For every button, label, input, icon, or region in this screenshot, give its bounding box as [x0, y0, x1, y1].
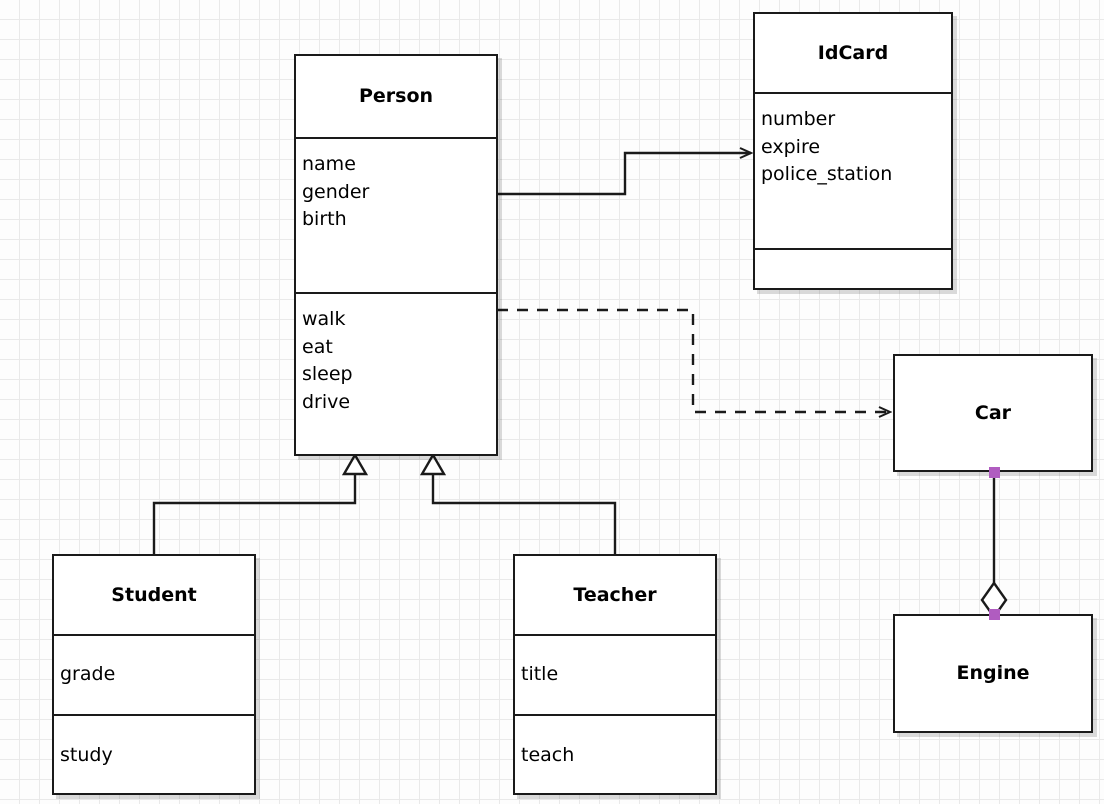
- class-name-car: Car: [974, 401, 1012, 424]
- class-box-student[interactable]: Student grade study: [52, 554, 256, 795]
- attribute-list-person: name gender birth: [296, 139, 496, 234]
- operation-item: study: [60, 743, 113, 766]
- class-operations-compartment-person: walk eat sleep drive: [296, 292, 496, 456]
- attribute-item: gender: [302, 180, 370, 203]
- class-name-compartment-student: Student: [54, 556, 254, 634]
- class-box-engine[interactable]: Engine: [893, 614, 1093, 733]
- edge-person-idcard[interactable]: [497, 153, 751, 196]
- class-name-student: Student: [111, 583, 197, 606]
- attribute-item: birth: [302, 208, 347, 231]
- operation-list-person: walk eat sleep drive: [296, 294, 496, 417]
- operation-item: sleep: [302, 363, 353, 386]
- attribute-item: title: [521, 663, 559, 686]
- class-name-compartment-engine: Engine: [895, 616, 1091, 731]
- edge-student-person[interactable]: [152, 452, 369, 556]
- class-box-person[interactable]: Person name gender birth walk eat sleep …: [294, 54, 498, 456]
- attribute-item: number: [761, 108, 836, 130]
- operation-item: walk: [302, 308, 346, 330]
- class-name-idcard: IdCard: [817, 41, 889, 64]
- class-attributes-compartment-person: name gender birth: [296, 137, 496, 292]
- class-attributes-compartment-teacher: title: [515, 634, 715, 714]
- class-name-compartment-person: Person: [296, 56, 496, 137]
- class-operations-compartment-idcard: [755, 248, 951, 288]
- edge-teacher-person[interactable]: [419, 452, 617, 556]
- class-name-compartment-car: Car: [895, 356, 1091, 470]
- class-name-engine: Engine: [956, 662, 1030, 685]
- attribute-item: name: [302, 153, 356, 175]
- class-box-car[interactable]: Car: [893, 354, 1093, 472]
- class-box-idcard[interactable]: IdCard number expire police_station: [753, 12, 953, 290]
- class-name-teacher: Teacher: [573, 583, 657, 606]
- class-name-compartment-idcard: IdCard: [755, 14, 951, 92]
- class-attributes-compartment-student: grade: [54, 634, 254, 714]
- operation-item: teach: [521, 743, 575, 766]
- attribute-item: police_station: [761, 163, 893, 186]
- attribute-list-student: grade: [54, 636, 254, 714]
- class-box-teacher[interactable]: Teacher title teach: [513, 554, 717, 795]
- edge-endpoint-handle-engine[interactable]: [989, 609, 1000, 620]
- attribute-item: grade: [60, 663, 116, 686]
- operation-item: eat: [302, 335, 333, 358]
- class-name-person: Person: [358, 85, 434, 108]
- edge-person-car[interactable]: [497, 308, 890, 412]
- operation-list-teacher: teach: [515, 716, 715, 795]
- edge-endpoint-handle-car[interactable]: [989, 467, 1000, 478]
- attribute-list-idcard: number expire police_station: [755, 94, 951, 189]
- class-operations-compartment-student: study: [54, 714, 254, 795]
- attribute-list-teacher: title: [515, 636, 715, 714]
- edge-car-engine[interactable]: [980, 472, 1008, 620]
- operation-item: drive: [302, 391, 351, 414]
- class-name-compartment-teacher: Teacher: [515, 556, 715, 634]
- operation-list-student: study: [54, 716, 254, 795]
- attribute-item: expire: [761, 135, 821, 158]
- class-attributes-compartment-idcard: number expire police_station: [755, 92, 951, 248]
- class-operations-compartment-teacher: teach: [515, 714, 715, 795]
